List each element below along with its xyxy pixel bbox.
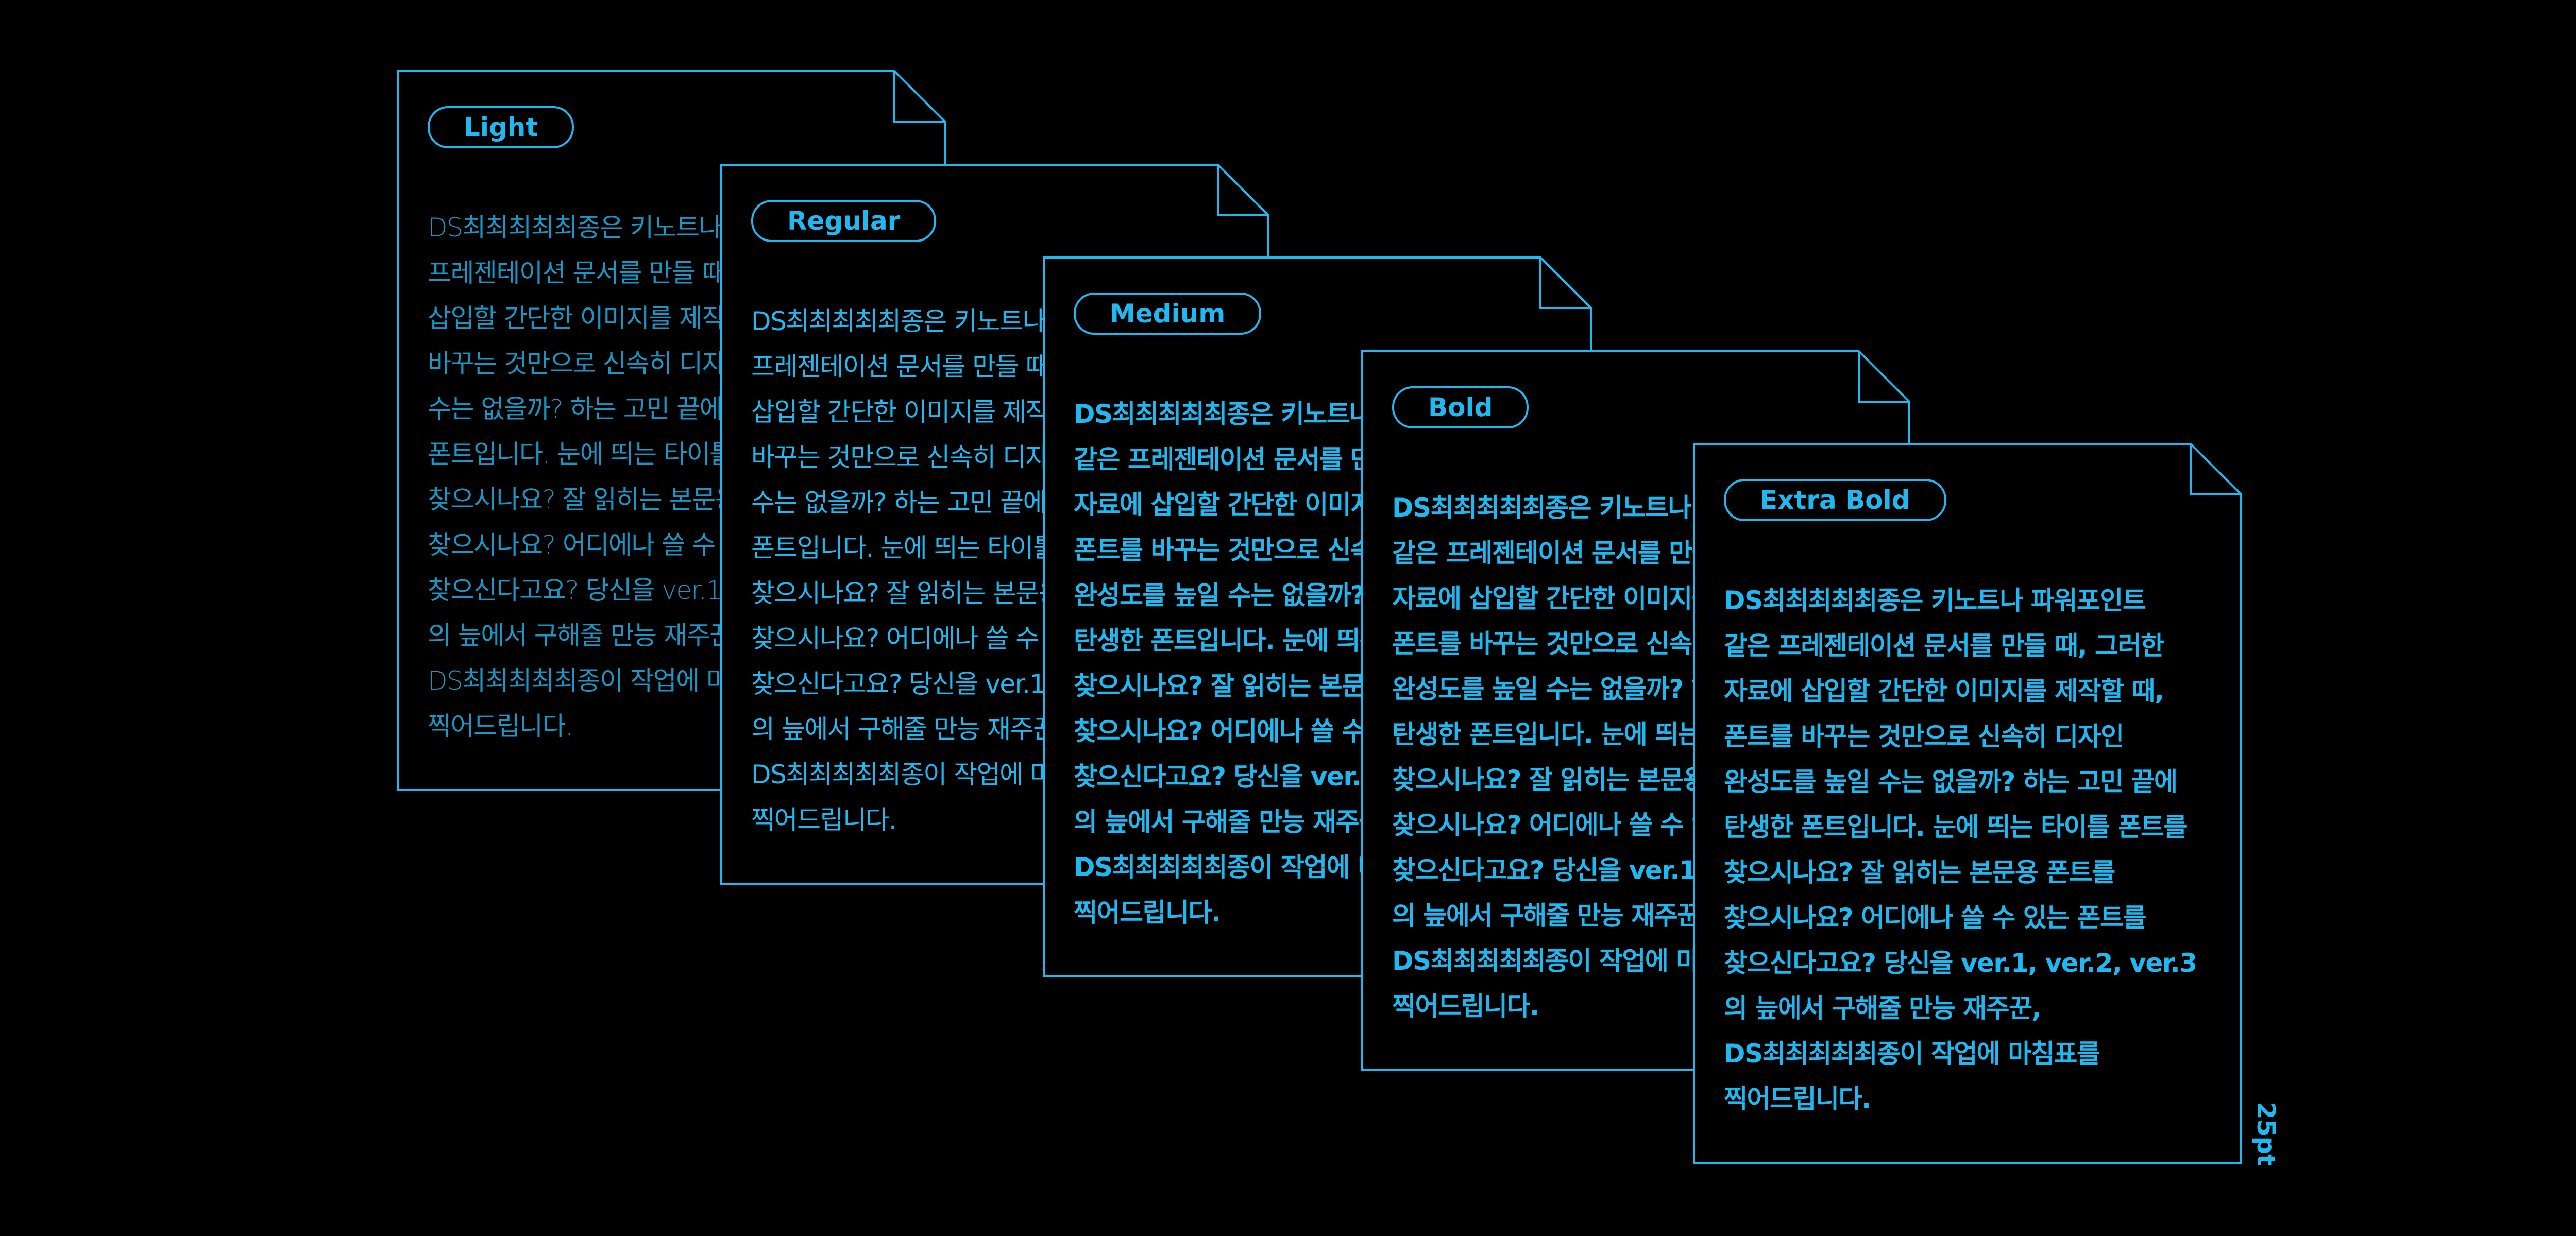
weight-badge-extra-bold: Extra Bold [1724,479,1946,521]
document-page-icon [1693,443,2242,1164]
weight-badge-medium: Medium [1074,293,1262,335]
weight-badge-regular: Regular [751,200,937,242]
document-card-extra-bold: Extra Bold DS최최최최최종은 키노트나 파워포인트 같은 프레젠테이… [1693,443,2242,1164]
sample-paragraph-extra-bold: DS최최최최최종은 키노트나 파워포인트 같은 프레젠테이션 문서를 만들 때,… [1724,586,2197,1114]
font-size-label: 25pt [2251,1102,2280,1166]
weight-badge-light: Light [428,106,574,148]
weight-badge-bold: Bold [1392,386,1529,428]
